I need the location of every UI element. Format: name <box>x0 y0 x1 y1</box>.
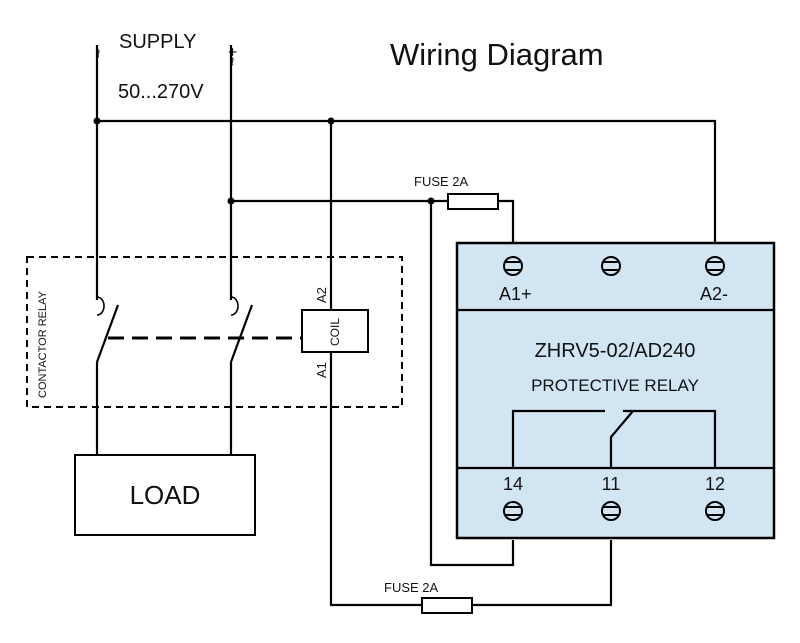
coil-a1-wire <box>329 352 422 607</box>
coil-label: COIL <box>328 318 342 346</box>
supply-left-symbol: ~ <box>91 49 108 58</box>
contact-left-blade <box>95 304 120 363</box>
relay-model: ZHRV5-02/AD240 <box>535 340 696 362</box>
relay-contact-left-leg <box>511 409 605 468</box>
contact-right-blade <box>229 304 254 363</box>
junction-dot-right-branch <box>227 197 235 205</box>
coil-a2-label: A2 <box>314 287 329 303</box>
fuse-top <box>447 193 499 210</box>
contact-right-hook <box>230 296 239 316</box>
coil-box <box>301 309 369 353</box>
load-box <box>74 454 256 536</box>
terminal-12-label: 12 <box>705 474 725 494</box>
protective-relay-housing <box>455 241 776 540</box>
fuse-top-to-a1-wire <box>498 199 515 243</box>
screw-terminal-middle <box>601 256 621 276</box>
contactor-relay-enclosure <box>26 256 403 408</box>
supply-voltage: 50...270V <box>118 81 204 103</box>
load-label: LOAD <box>130 480 201 510</box>
fuse-bottom <box>421 597 473 614</box>
fuse-top-label: FUSE 2A <box>414 174 469 189</box>
top-bus-wire <box>97 119 717 243</box>
coil-a1-label: A1 <box>314 362 329 378</box>
relay-contact-blade <box>609 410 634 468</box>
screw-terminal-12 <box>705 501 725 521</box>
fuse-bottom-label: FUSE 2A <box>384 580 439 595</box>
fuse-branch-to-terminal-14-wire <box>429 201 515 567</box>
screw-terminal-a2 <box>705 256 725 276</box>
diagram-title: Wiring Diagram <box>390 37 604 72</box>
terminal-11-label: 11 <box>602 474 621 494</box>
junction-dot-left-bus <box>93 117 101 125</box>
screw-terminal-14 <box>503 501 523 521</box>
terminal-14-label: 14 <box>503 474 523 494</box>
supply-right-symbol: ~+ <box>225 47 242 66</box>
bottom-fuse-to-terminal-11-wire <box>472 540 613 607</box>
relay-contact-right-leg <box>623 409 717 468</box>
screw-terminal-a1 <box>503 256 523 276</box>
contact-left-hook <box>96 296 105 316</box>
terminal-a1-label: A1+ <box>499 284 532 304</box>
contactor-relay-label: CONTACTOR RELAY <box>37 290 49 398</box>
supply-label: SUPPLY <box>119 31 196 53</box>
relay-description: PROTECTIVE RELAY <box>531 376 699 395</box>
screw-terminal-11 <box>601 501 621 521</box>
terminal-a2-label: A2- <box>700 284 728 304</box>
